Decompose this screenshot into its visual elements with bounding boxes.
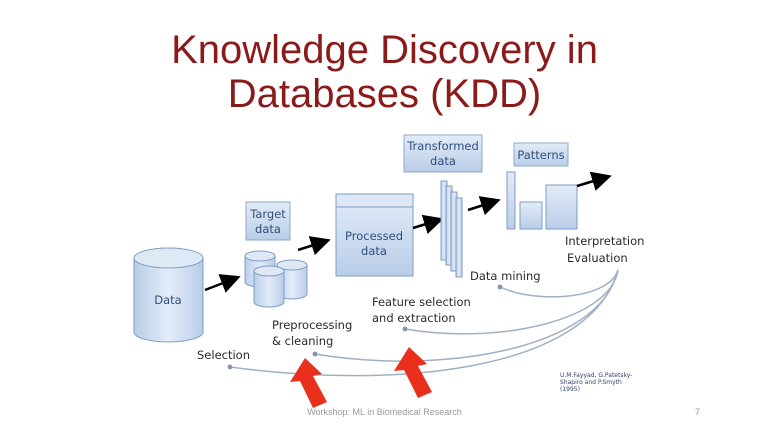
highlight-arrow-icon bbox=[394, 347, 432, 398]
target-data-label-1: Target bbox=[249, 207, 286, 221]
arrow-icon bbox=[467, 196, 501, 216]
arrow-icon bbox=[412, 214, 444, 234]
citation-line: (1995) bbox=[560, 386, 580, 393]
citation-line: Shapiro and P.Smyth bbox=[560, 379, 622, 386]
transformed-data-label-1: Transformed bbox=[406, 139, 479, 153]
step-evaluation: Evaluation bbox=[567, 251, 628, 265]
data-cylinder bbox=[133, 247, 204, 343]
arrow-icon bbox=[297, 236, 331, 256]
step-interpretation: Interpretation bbox=[565, 234, 644, 248]
processed-data-box bbox=[335, 193, 414, 277]
slide-title-line2: Databases (KDD) bbox=[227, 72, 542, 116]
step-preprocessing-2: & cleaning bbox=[272, 334, 333, 348]
feedback-curves bbox=[227, 269, 619, 377]
slide-title-line1: Knowledge Discovery in bbox=[171, 28, 598, 72]
citation-line: U.M.Fayyad, G.Patetsky- bbox=[560, 372, 632, 379]
highlight-arrow-icon bbox=[290, 358, 327, 408]
arrow-icon bbox=[576, 171, 612, 191]
page-number: 7 bbox=[695, 407, 701, 417]
citation: U.M.Fayyad, G.Patetsky- Shapiro and P.Sm… bbox=[560, 372, 632, 393]
step-preprocessing-1: Preprocessing bbox=[272, 318, 352, 332]
target-data-label-2: data bbox=[255, 222, 281, 236]
slide-footer: Workshop: ML in Biomedical Research bbox=[307, 407, 462, 417]
step-feature-selection-2: and extraction bbox=[372, 311, 456, 325]
patterns-bars bbox=[506, 171, 578, 230]
patterns-box bbox=[513, 142, 569, 167]
step-selection: Selection bbox=[197, 348, 250, 362]
step-feature-selection-1: Feature selection bbox=[372, 295, 471, 309]
arrow-icon bbox=[204, 274, 241, 293]
patterns-label: Patterns bbox=[517, 148, 564, 162]
node-data-label: Data bbox=[154, 293, 181, 307]
processed-data-label-2: data bbox=[361, 244, 387, 258]
processed-data-label-1: Processed bbox=[345, 229, 403, 243]
target-data-box bbox=[245, 201, 291, 241]
target-data-cylinders bbox=[244, 250, 308, 308]
transformed-data-box bbox=[403, 134, 483, 173]
transformed-data-sheets bbox=[440, 180, 463, 278]
transformed-data-label-2: data bbox=[430, 154, 456, 168]
step-data-mining: Data mining bbox=[470, 269, 541, 283]
